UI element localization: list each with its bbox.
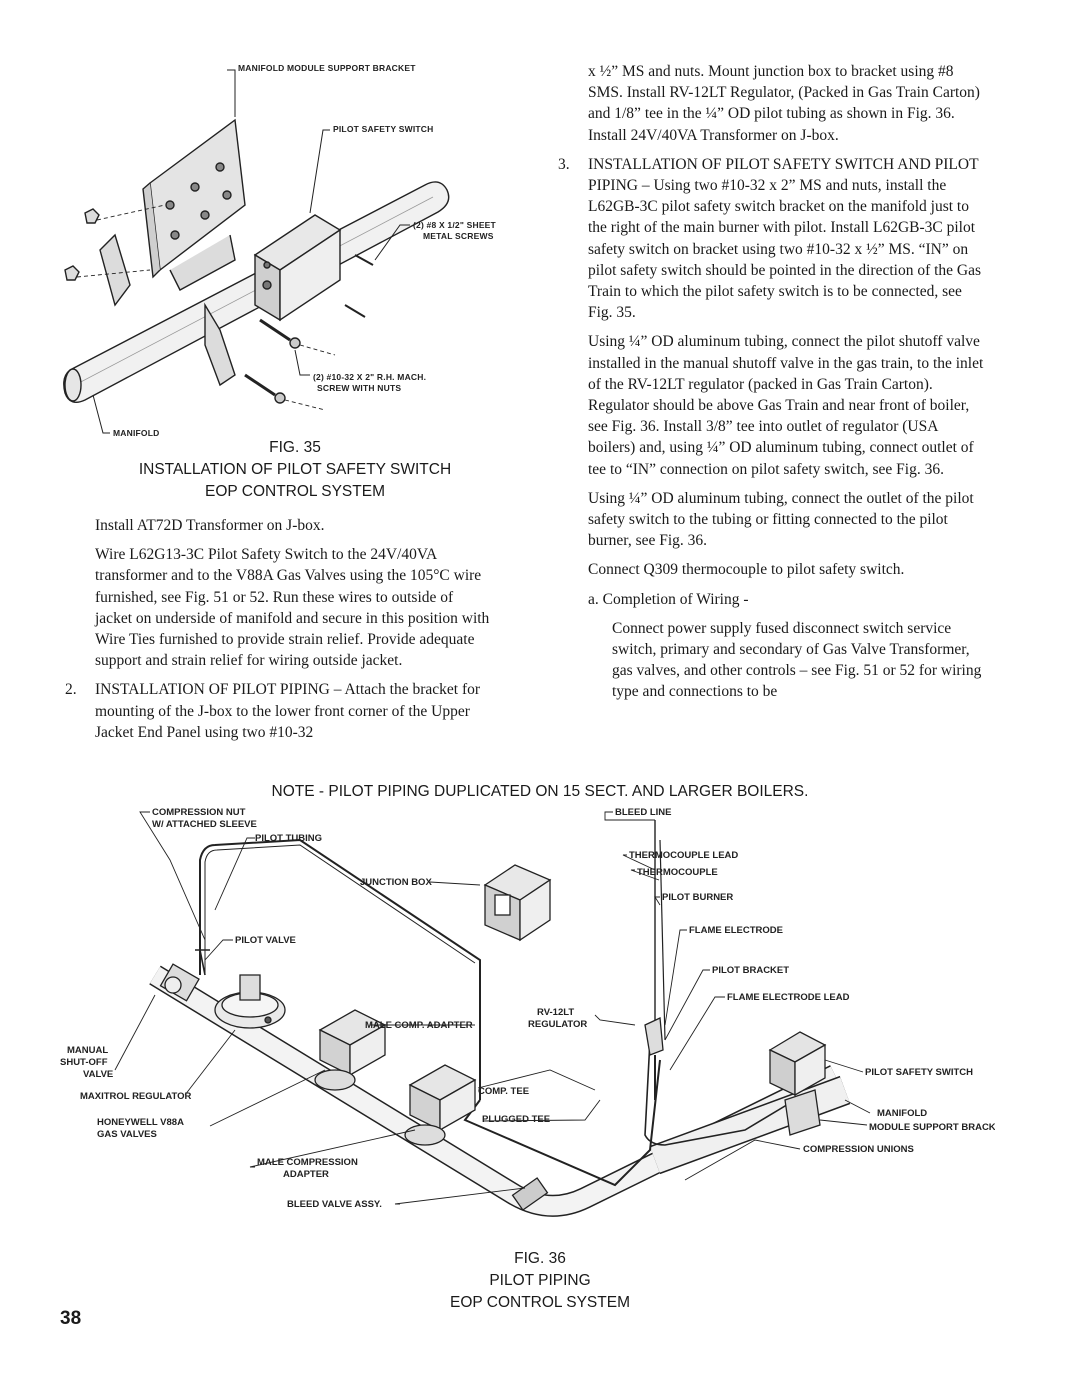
right-paragraph-continuation: x ½” MS and nuts. Mount junction box to … [588,63,980,144]
fig36-label-junction-box: JUNCTION BOX [360,877,432,888]
step-2: 2. INSTALLATION OF PILOT PIPING – Attach… [65,679,490,743]
fig35-label-sheet-screws-1: (2) #8 X 1/2" SHEET [413,220,497,230]
fig36-label-flame-lead: FLAME ELECTRODE LEAD [727,992,850,1003]
fig35-caption: FIG. 35 INSTALLATION OF PILOT SAFETY SWI… [60,437,530,503]
step-3-number: 3. [558,155,570,173]
fig36-label-pilot-burner: PILOT BURNER [662,892,733,903]
fig36-label-male-comp-adapter: MALE COMP. ADAPTER [365,1020,473,1031]
fig35-svg: MANIFOLD MODULE SUPPORT BRACKET PILOT SA… [63,63,497,438]
page-number: 38 [60,1308,82,1329]
fig36-label-plugged-tee: PLUGGED TEE [482,1114,550,1125]
fig36-label-manual-2: SHUT-OFF [60,1057,108,1068]
note-line: NOTE - PILOT PIPING DUPLICATED ON 15 SEC… [271,783,809,800]
fig35-caption-subtitle: EOP CONTROL SYSTEM [204,483,385,500]
fig35-caption-number: FIG. 35 [269,439,321,456]
right-paragraph-tubing-1: Using ¼” OD aluminum tubing, connect the… [588,333,984,478]
fig36-caption-subtitle: EOP CONTROL SYSTEM [449,1294,630,1311]
step-3-text: INSTALLATION OF PILOT SAFETY SWITCH AND … [588,155,982,322]
fig35-label-mach-screw-1: (2) #10-32 X 2" R.H. MACH. [313,372,426,382]
fig36-label-thermocouple: THERMOCOUPLE [637,867,718,878]
left-paragraph-wiring: Wire L62G13-3C Pilot Safety Switch to th… [95,546,490,670]
fig36-label-comp-unions: COMPRESSION UNIONS [803,1144,914,1155]
right-sub-a: a. Completion of Wiring - [588,590,749,608]
fig36-label-maxitrol: MAXITROL REGULATOR [80,1091,192,1102]
left-paragraph-transformer: Install AT72D Transformer on J-box. [95,517,325,534]
step-2-text: INSTALLATION OF PILOT PIPING – Attach th… [95,681,481,741]
fig36-caption: FIG. 36 PILOT PIPING EOP CONTROL SYSTEM [290,1248,790,1314]
fig36-label-male-comp-1: MALE COMPRESSION [257,1157,358,1168]
fig36-label-bleed-line: BLEED LINE [615,807,671,818]
fig36-svg: COMPRESSION NUT W/ ATTACHED SLEEVE PILOT… [60,807,1008,1217]
right-paragraph-power: Connect power supply fused disconnect sw… [612,619,982,701]
fig36-label-honeywell-1: HONEYWELL V88A [97,1117,184,1128]
fig36-label-bleed-valve: BLEED VALVE ASSY. [287,1199,382,1210]
fig36-label-rv12lt-1: RV-12LT [537,1007,574,1018]
fig36-caption-title: PILOT PIPING [489,1272,591,1289]
fig36-label-manual-1: MANUAL [67,1045,108,1056]
fig35-label-switch: PILOT SAFETY SWITCH [333,124,433,134]
right-paragraph-tubing-2: Using ¼” OD aluminum tubing, connect the… [588,489,974,550]
fig35-label-mach-screw-2: SCREW WITH NUTS [317,383,401,393]
fig35-diagram: MANIFOLD MODULE SUPPORT BRACKET PILOT SA… [55,55,535,440]
step-3: 3. INSTALLATION OF PILOT SAFETY SWITCH A… [558,154,986,324]
fig36-label-comp-nut-2: W/ ATTACHED SLEEVE [152,819,257,830]
fig36-label-honeywell-2: GAS VALVES [97,1129,157,1140]
fig36-label-manual-3: VALVE [83,1069,113,1080]
fig36-label-pilot-bracket: PILOT BRACKET [712,965,789,976]
fig36-label-flame-electrode: FLAME ELECTRODE [689,925,783,936]
fig36-label-module-bracket: MODULE SUPPORT BRACKET [869,1122,995,1133]
fig35-caption-title: INSTALLATION OF PILOT SAFETY SWITCH [138,461,452,478]
fig36-diagram: COMPRESSION NUT W/ ATTACHED SLEEVE PILOT… [55,800,1008,1240]
right-paragraph-q309: Connect Q309 thermocouple to pilot safet… [588,561,905,579]
fig35-label-sheet-screws-2: METAL SCREWS [423,231,494,241]
fig36-label-male-comp-2: ADAPTER [283,1169,329,1180]
fig36-label-comp-nut-1: COMPRESSION NUT [152,807,246,818]
fig36-label-pilot-switch: PILOT SAFETY SWITCH [865,1067,973,1078]
fig36-label-pilot-tubing: PILOT TUBING [255,833,322,844]
left-column-text: Install AT72D Transformer on J-box. Wire… [65,515,490,743]
fig35-label-manifold: MANIFOLD [113,428,159,438]
fig36-label-pilot-valve: PILOT VALVE [235,935,296,946]
step-2-number: 2. [65,681,77,699]
fig36-caption-number: FIG. 36 [514,1250,566,1267]
right-column-text: x ½” MS and nuts. Mount junction box to … [558,61,986,703]
fig36-label-rv12lt-2: REGULATOR [528,1019,587,1030]
fig36-label-manifold: MANIFOLD [877,1108,927,1119]
fig36-label-thermo-lead: THERMOCOUPLE LEAD [629,850,738,861]
fig35-label-bracket: MANIFOLD MODULE SUPPORT BRACKET [238,63,416,73]
fig36-label-comp-tee: COMP. TEE [478,1086,529,1097]
